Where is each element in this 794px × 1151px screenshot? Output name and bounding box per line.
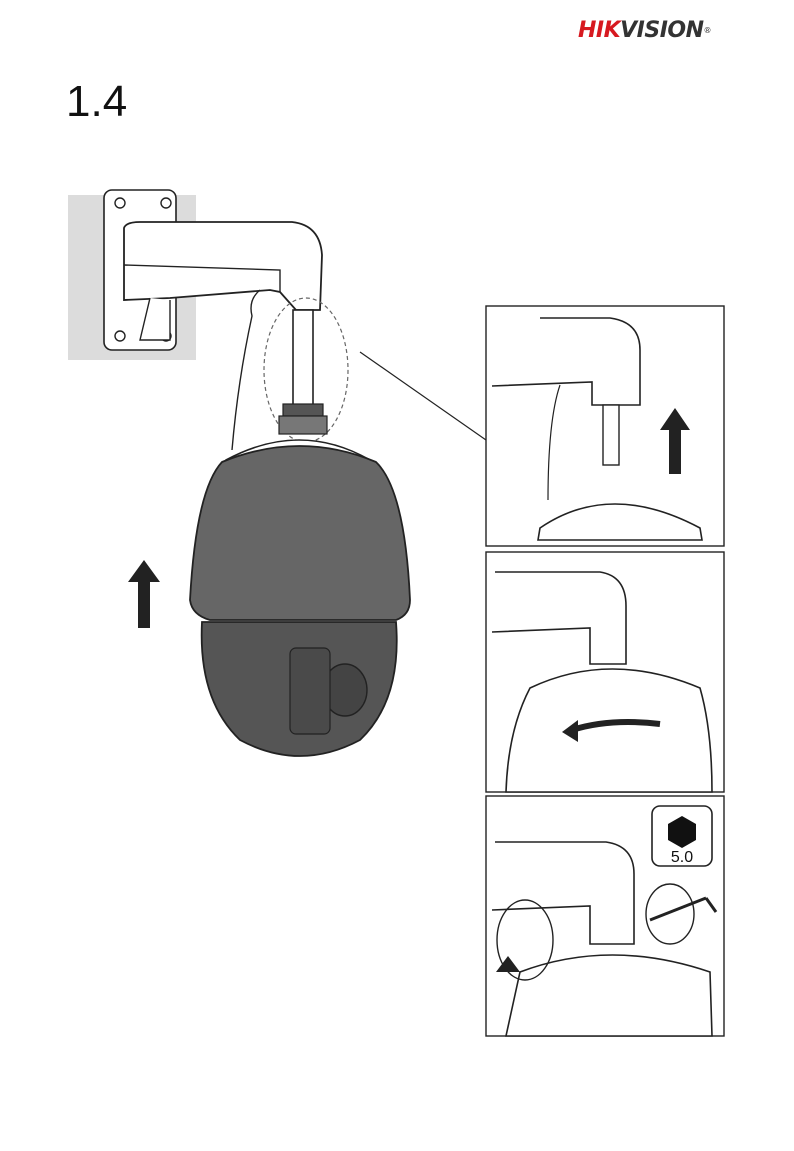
- up-arrow-icon: [128, 560, 160, 628]
- pipe: [293, 310, 313, 406]
- tool-size-label: 5.0: [671, 849, 693, 866]
- camera-body: [190, 446, 410, 620]
- safety-rope: [232, 290, 260, 450]
